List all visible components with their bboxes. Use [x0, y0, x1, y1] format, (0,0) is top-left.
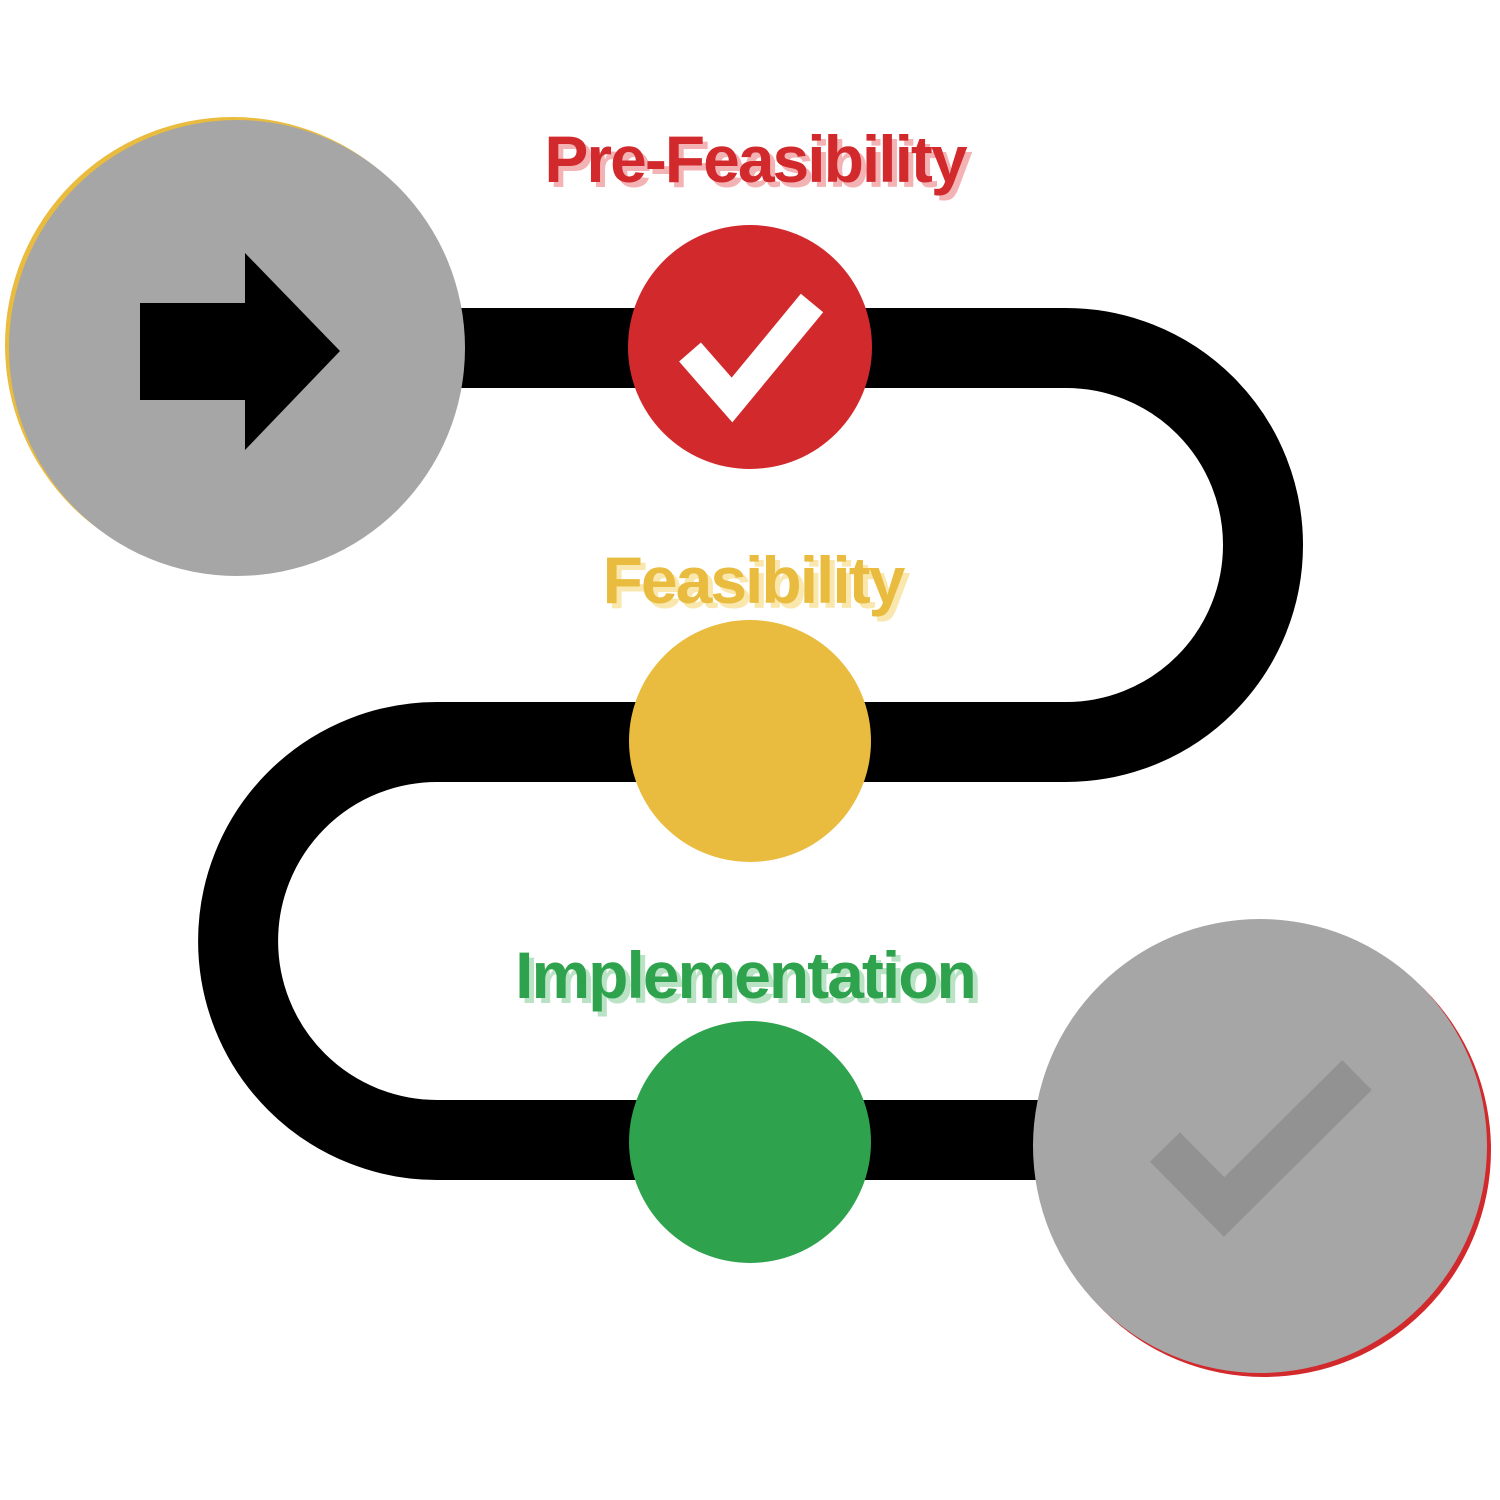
implementation-node — [629, 1021, 871, 1263]
implementation-label: Implementation — [515, 938, 977, 1012]
arrow-right-icon — [140, 253, 340, 450]
checkmark-icon — [1150, 1060, 1372, 1237]
pre-feasibility-node — [628, 225, 872, 469]
checkmark-icon — [679, 293, 824, 423]
feasibility-label: Feasibility — [602, 543, 906, 617]
process-flow-path — [198, 308, 1303, 1180]
feasibility-node — [629, 620, 871, 862]
pre-feasibility-label: Pre-Feasibility — [544, 122, 967, 196]
